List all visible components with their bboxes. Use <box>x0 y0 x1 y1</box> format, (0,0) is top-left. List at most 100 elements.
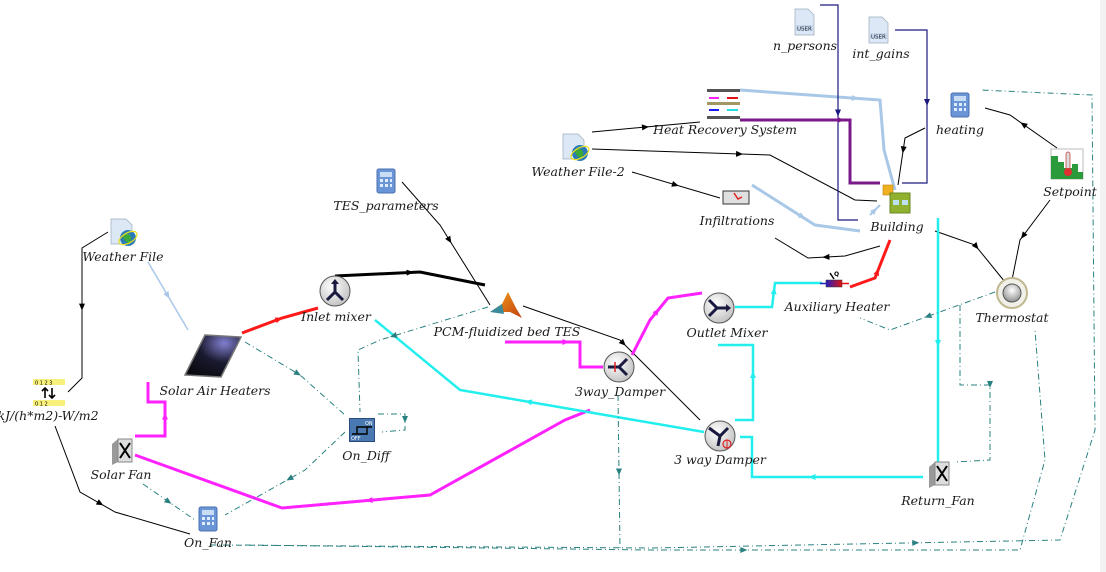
signal-solar-to-ondiff <box>244 341 346 416</box>
label-on-diff: On_Diff <box>342 448 390 463</box>
link-arrow <box>851 94 859 101</box>
component-int-gains[interactable]: USER <box>867 16 889 44</box>
svg-text:0 1 2 3: 0 1 2 3 <box>35 381 53 387</box>
heater-icon: Q <box>820 271 849 288</box>
link-arrow <box>618 338 626 346</box>
link-arrow <box>365 497 373 504</box>
link-solarfan-to-solar <box>135 382 167 438</box>
solar-collector-icon <box>183 334 243 378</box>
signal-ondiff-to-onfan <box>224 431 346 516</box>
component-unit-converter[interactable]: 0 1 2 3 0 1 2 <box>32 378 66 408</box>
component-building[interactable] <box>880 182 912 216</box>
link-arrow <box>274 317 283 324</box>
link-arrow <box>615 468 622 476</box>
signal-thermostat-to-returnfan <box>954 305 991 463</box>
diverter-icon <box>603 351 635 383</box>
label-auxiliary-heater: Auxiliary Heater <box>784 299 890 314</box>
component-3-way-damper[interactable] <box>704 420 736 452</box>
link-hrs-to-building <box>739 88 897 191</box>
svg-text:0 1 2: 0 1 2 <box>35 402 48 408</box>
link-arrow <box>924 312 933 318</box>
link-arrow <box>389 332 398 338</box>
calculator-icon <box>950 92 970 118</box>
link-arrow <box>406 269 414 276</box>
link-arrow <box>912 539 920 546</box>
link-intgains-to-building <box>895 29 928 184</box>
component-setpoint[interactable] <box>1050 148 1084 180</box>
building-icon <box>882 184 911 214</box>
component-weather-file-2[interactable] <box>560 133 590 163</box>
component-on-fan[interactable] <box>198 506 218 532</box>
link-arrow <box>935 340 941 347</box>
fan-icon <box>929 461 950 488</box>
label-weather-file-2: Weather File-2 <box>531 164 625 179</box>
label-unit-converter: kJ/(h*m2)-W/m2 <box>0 408 99 423</box>
label-solar-air-heaters: Solar Air Heaters <box>159 383 271 398</box>
signal-onfan-bottom-1 <box>209 89 1096 549</box>
link-arrow <box>900 146 907 154</box>
link-arrow <box>286 474 295 481</box>
link-arrow <box>524 399 533 406</box>
link-weather-to-converter <box>67 231 109 393</box>
mixer-icon <box>703 292 735 324</box>
label-weather-file: Weather File <box>82 249 164 264</box>
link-arrow <box>164 497 172 504</box>
label-building: Building <box>870 219 924 234</box>
component-on-diff[interactable]: ON OFF <box>349 418 375 442</box>
vertical-scrollbar[interactable] <box>1100 0 1106 572</box>
link-arrow <box>163 291 170 299</box>
link-arrow <box>835 109 841 117</box>
diverter-controlled-icon <box>704 420 736 452</box>
component-solar-air-heaters[interactable] <box>183 333 243 378</box>
link-arrow <box>837 117 845 123</box>
svg-text:ON: ON <box>365 421 373 427</box>
link-outletmixer-to-auxheater <box>735 281 822 309</box>
link-damper1-to-outletmixer <box>630 291 703 356</box>
link-auxheater-to-building <box>849 239 892 289</box>
link-arrow <box>924 99 930 106</box>
component-inlet-mixer[interactable] <box>319 275 351 307</box>
link-arrow <box>641 124 649 131</box>
link-heating-to-building <box>897 127 926 186</box>
component-infiltrations[interactable] <box>722 190 750 206</box>
component-pcm-tes[interactable] <box>488 290 524 320</box>
link-arrow <box>79 303 85 311</box>
label-tes-parameters: TES_parameters <box>333 198 439 213</box>
component-3way-damper[interactable] <box>603 351 635 383</box>
user-file-icon: USER <box>868 16 889 44</box>
label-heating: heating <box>936 122 984 137</box>
link-weather2-to-building-black <box>591 148 878 202</box>
label-heat-recovery: Heat Recovery System <box>653 122 797 137</box>
component-n-persons[interactable]: USER <box>793 8 815 36</box>
component-solar-fan[interactable] <box>110 438 136 466</box>
link-arrow <box>750 371 756 378</box>
component-return-fan[interactable] <box>927 461 953 489</box>
component-weather-file[interactable] <box>108 218 138 248</box>
link-arrow <box>822 253 830 260</box>
component-heat-recovery[interactable] <box>707 88 741 120</box>
svg-text:OFF: OFF <box>351 436 361 442</box>
link-arrow <box>797 212 806 219</box>
fan-icon <box>112 438 133 465</box>
label-setpoint: Setpoint <box>1043 184 1097 199</box>
svg-text:USER: USER <box>871 35 886 41</box>
svg-text:Q: Q <box>834 271 839 278</box>
component-tes-parameters[interactable] <box>376 168 396 194</box>
mixer-icon <box>319 275 351 307</box>
link-arrow <box>808 474 816 480</box>
component-auxiliary-heater[interactable]: Q <box>820 270 850 292</box>
component-heating[interactable] <box>950 92 970 118</box>
link-tes-to-damper1 <box>505 340 603 369</box>
label-solar-fan: Solar Fan <box>90 467 152 482</box>
component-outlet-mixer[interactable] <box>703 292 735 324</box>
signal-thermostat-to-aux <box>859 291 996 331</box>
label-3-way-damper: 3 way Damper <box>674 452 766 467</box>
link-arrow <box>873 268 879 277</box>
link-arrow <box>95 499 104 506</box>
component-thermostat[interactable] <box>996 277 1028 309</box>
link-arrow <box>1020 231 1028 239</box>
weather-file-icon <box>110 218 138 246</box>
infiltration-icon <box>722 190 750 205</box>
